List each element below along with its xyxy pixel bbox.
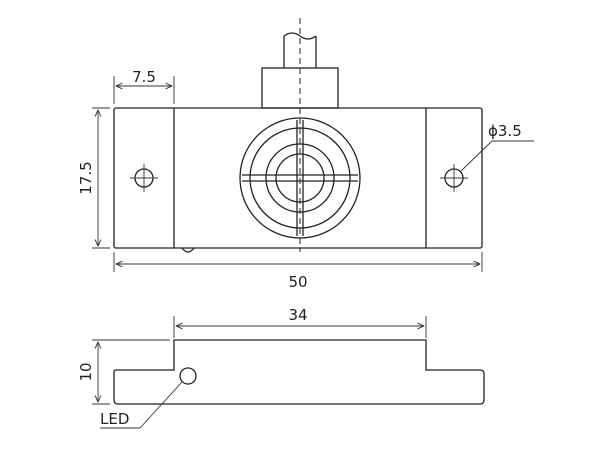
led-indicator (179, 367, 197, 385)
side-view: 34 10 LED (77, 306, 485, 429)
dim-width: 50 (113, 252, 483, 291)
dim-side-height-label: 10 (77, 362, 95, 381)
mount-hole-left (130, 164, 158, 192)
dim-height-label: 17.5 (77, 161, 95, 194)
led-callout: LED (100, 381, 183, 429)
dim-width-label: 50 (288, 273, 307, 291)
led-bump (181, 247, 195, 253)
dim-mount-offset-label: 7.5 (132, 68, 156, 86)
led-label: LED (100, 410, 129, 428)
mount-hole-right (440, 164, 468, 192)
dim-hole-label: ϕ3.5 (488, 122, 522, 140)
dim-side-height: 10 (77, 339, 170, 405)
dim-top-width: 34 (173, 306, 427, 338)
dim-top-width-label: 34 (288, 306, 307, 324)
dim-mount-offset: 7.5 (113, 68, 175, 104)
dim-height: 17.5 (77, 107, 110, 249)
sensor-body-top (113, 107, 483, 249)
top-view: 7.5 17.5 50 ϕ3.5 (77, 18, 534, 291)
sensor-body-side (113, 339, 485, 405)
dim-hole: ϕ3.5 (460, 122, 534, 172)
